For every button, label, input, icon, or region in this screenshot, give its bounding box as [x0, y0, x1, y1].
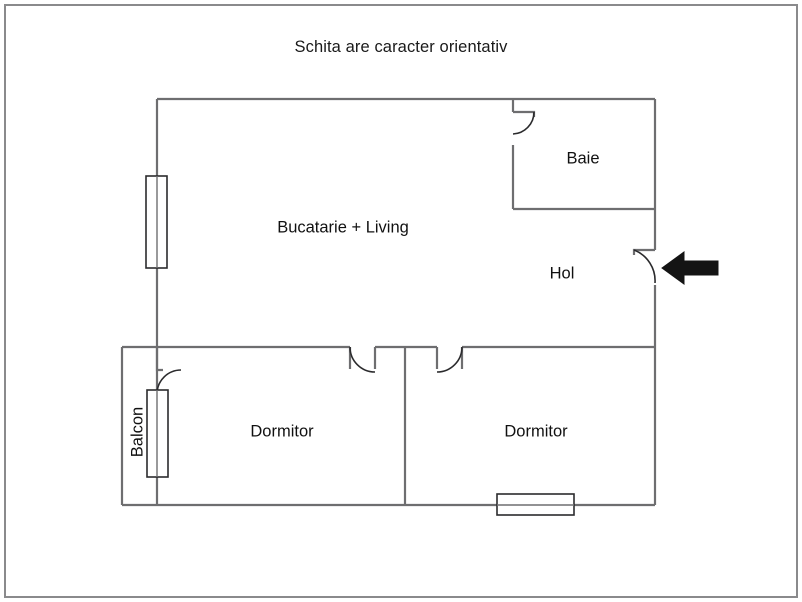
bedroom-right-door-swing [436, 346, 463, 373]
bedroom-left-door-swing [349, 346, 376, 373]
interior-walls [122, 99, 655, 505]
room-label-bucatarie-living: Bucatarie + Living [277, 218, 409, 237]
door-swing-arcs [156, 111, 656, 395]
bathroom-door-swing [512, 111, 535, 135]
room-label-balcon: Balcon [128, 406, 147, 458]
room-label-hol: Hol [549, 264, 575, 283]
bathroom-door-jamb [513, 110, 536, 117]
room-label-dormitor-stanga: Dormitor [250, 422, 314, 441]
room-label-baie: Baie [566, 149, 600, 168]
image-border-frame [4, 4, 798, 598]
room-label-dormitor-dreapta: Dormitor [504, 422, 568, 441]
page-title: Schita are caracter orientativ [294, 38, 508, 56]
windows [145, 175, 575, 516]
entrance-direction-arrow [661, 251, 719, 285]
entrance-door-swing [633, 249, 656, 284]
balcony-door-jamb [155, 347, 163, 372]
